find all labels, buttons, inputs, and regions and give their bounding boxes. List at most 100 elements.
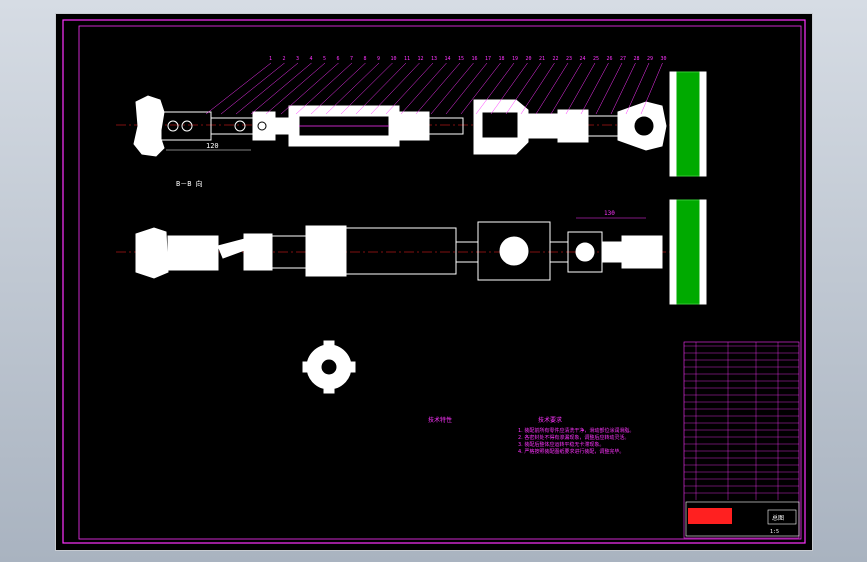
leader-line — [220, 62, 285, 115]
cylinder-head — [305, 225, 347, 277]
leader-line — [205, 62, 272, 115]
view-label: B－B 向 — [176, 179, 203, 188]
leader-line — [580, 62, 609, 115]
rod — [210, 117, 254, 135]
part-number: 29 — [647, 56, 653, 62]
leader-line — [505, 62, 542, 115]
part-number: 12 — [418, 56, 424, 62]
leader-line — [610, 62, 636, 115]
nut — [274, 117, 290, 135]
leader-line — [370, 62, 420, 115]
dim-bottom: 130 — [604, 210, 615, 217]
inner-border — [78, 25, 802, 540]
tech-req-line-4: 4. 严格按照装配图纸要求进行装配，调整完毕。 — [518, 449, 625, 455]
short-shaft — [601, 241, 623, 263]
leader-line — [250, 62, 312, 115]
part-number: 5 — [323, 56, 326, 62]
detail-bore — [320, 358, 338, 376]
mount-flange — [675, 199, 701, 305]
part-number: 9 — [377, 56, 380, 62]
tech-req-line-3: 3. 装配后整体应运转平稳无卡滞现象。 — [518, 442, 605, 448]
part-number: 28 — [634, 56, 640, 62]
part-number: 3 — [296, 56, 299, 62]
rod-extension — [428, 117, 464, 135]
leader-line — [460, 62, 501, 115]
gear-block — [557, 109, 589, 143]
end-cap — [398, 111, 430, 141]
leader-line — [280, 62, 339, 115]
tech-req-line-2: 2. 各密封处不得有渗漏现象，调整后应转动灵活。 — [518, 435, 630, 441]
detail-view — [302, 340, 356, 394]
part-number: 26 — [607, 56, 613, 62]
leader-line — [625, 62, 650, 115]
leader-line — [520, 62, 555, 115]
cross-hub — [575, 242, 595, 262]
part-number: 19 — [512, 56, 518, 62]
part-number: 4 — [310, 56, 313, 62]
yoke-eye — [633, 115, 655, 137]
flange-plate — [699, 199, 707, 305]
leader-line — [565, 62, 596, 115]
leader-line — [475, 62, 515, 115]
pin-hole — [234, 120, 246, 132]
pin-hole — [181, 120, 193, 132]
drawing-name: 总图 — [772, 514, 784, 522]
part-number: 17 — [485, 56, 491, 62]
cylinder-tube — [345, 227, 457, 275]
leader-line — [595, 62, 623, 115]
part-number: 24 — [580, 56, 586, 62]
part-number: 23 — [566, 56, 572, 62]
part-number: 27 — [620, 56, 626, 62]
clamp — [243, 233, 273, 271]
end-yoke — [621, 235, 663, 269]
leader-line — [265, 62, 326, 115]
part-number: 20 — [526, 56, 532, 62]
part-number: 21 — [539, 56, 545, 62]
leader-line — [355, 62, 407, 115]
title-block: 总图 1:5 — [683, 341, 800, 539]
part-number: 2 — [283, 56, 286, 62]
flange-plate — [669, 199, 677, 305]
part-number: 14 — [445, 56, 451, 62]
mount-flange — [675, 71, 701, 177]
part-number: 22 — [553, 56, 559, 62]
flange-plate — [699, 71, 707, 177]
leader-line — [295, 62, 353, 115]
part-number: 16 — [472, 56, 478, 62]
leader-line — [325, 62, 380, 115]
outer-border — [62, 19, 806, 544]
bearing-housing — [167, 235, 219, 271]
part-number: 13 — [431, 56, 437, 62]
company-logo — [688, 508, 732, 524]
part-number: 18 — [499, 56, 505, 62]
gearbox-port — [499, 236, 529, 266]
part-number: 15 — [458, 56, 464, 62]
left-flange — [133, 95, 165, 157]
part-number: 25 — [593, 56, 599, 62]
leader-line — [445, 62, 488, 115]
base-flange — [135, 227, 169, 279]
leader-line — [490, 62, 528, 115]
leader-line — [640, 62, 663, 115]
top-view: 120 — [116, 71, 707, 177]
leader-line — [385, 62, 434, 115]
drawing-scale: 1:5 — [770, 529, 779, 535]
parts-list-frame — [683, 341, 800, 539]
leader-line — [430, 62, 474, 115]
part-number: 1 — [269, 56, 272, 62]
pin-hole — [167, 120, 179, 132]
tech-req-line-1: 1. 装配前所有零件应清洗干净，滑动部位涂润滑脂。 — [518, 428, 635, 434]
part-number: 30 — [661, 56, 667, 62]
title-cell — [767, 509, 797, 525]
tech-req-title: 技术要求 — [538, 417, 563, 424]
dim-top: 120 — [206, 142, 219, 150]
leader-line — [415, 62, 461, 115]
title-frame — [685, 501, 800, 537]
leader-line — [235, 62, 299, 115]
part-number: 8 — [364, 56, 367, 62]
leader-line — [340, 62, 393, 115]
bottom-view: B－B 向 130 — [116, 179, 707, 305]
part-number: 7 — [350, 56, 353, 62]
